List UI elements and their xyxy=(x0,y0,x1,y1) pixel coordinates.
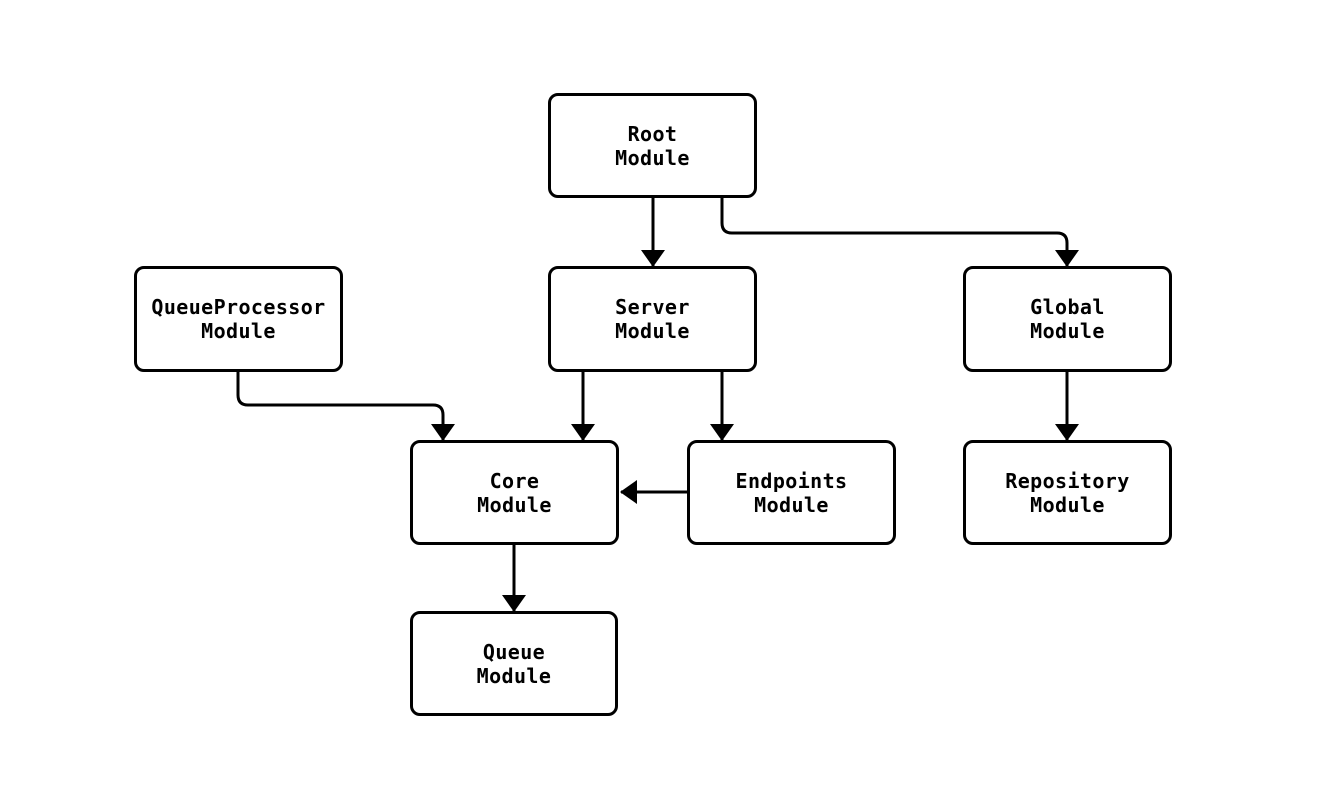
node-label: Repository Module xyxy=(1005,468,1130,517)
node-root-module: Root Module xyxy=(548,93,757,198)
node-repository-module: Repository Module xyxy=(963,440,1172,545)
node-label: Endpoints Module xyxy=(735,468,848,517)
node-label: Core Module xyxy=(477,468,552,517)
node-label: QueueProcessor Module xyxy=(151,295,326,343)
edge-queueprocessor-to-core xyxy=(236,372,455,441)
edge-root-to-global xyxy=(720,198,1079,267)
node-label: Queue Module xyxy=(476,639,552,688)
node-queue-module: Queue Module xyxy=(410,611,618,716)
node-core-module: Core Module xyxy=(410,440,619,545)
node-endpoints-module: Endpoints Module xyxy=(687,440,896,545)
node-label: Root Module xyxy=(615,121,690,170)
node-label: Global Module xyxy=(1030,295,1105,343)
node-global-module: Global Module xyxy=(963,266,1172,372)
node-queueprocessor-module: QueueProcessor Module xyxy=(134,266,343,372)
node-label: Server Module xyxy=(615,295,690,343)
edge-group xyxy=(236,198,1079,612)
node-server-module: Server Module xyxy=(548,266,757,372)
